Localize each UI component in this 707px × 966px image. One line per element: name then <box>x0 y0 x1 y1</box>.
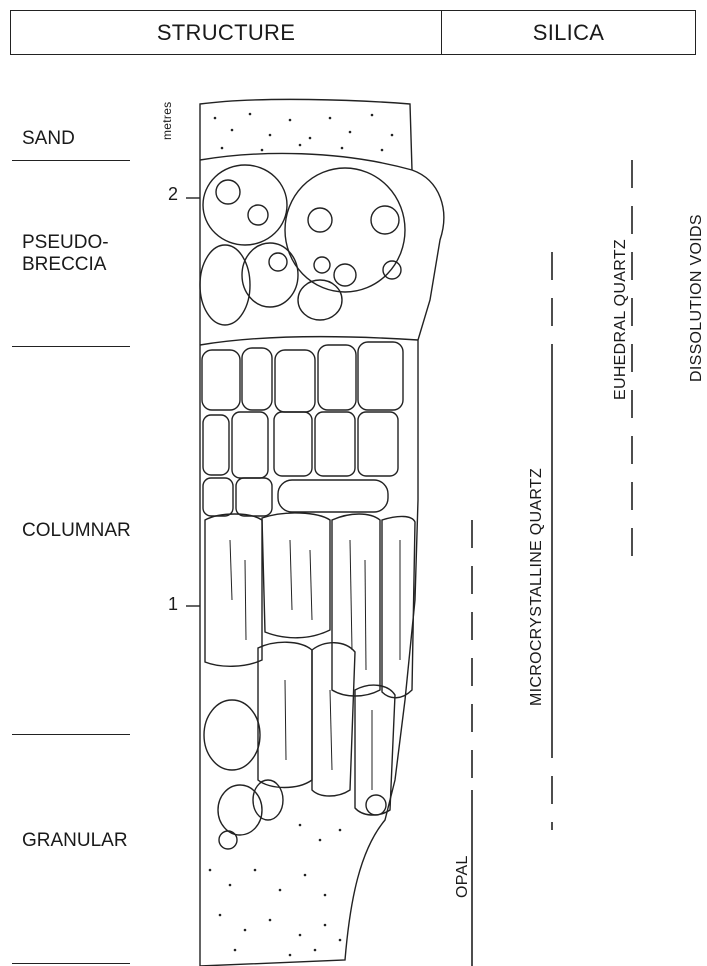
label-euhedral-quartz: EUHEDRAL QUARTZ <box>612 239 630 400</box>
label-microcrystalline-quartz: MICROCRYSTALLINE QUARTZ <box>528 468 546 706</box>
label-dissolution-voids: DISSOLUTION VOIDS <box>688 214 706 382</box>
label-opal: OPAL <box>454 855 472 898</box>
